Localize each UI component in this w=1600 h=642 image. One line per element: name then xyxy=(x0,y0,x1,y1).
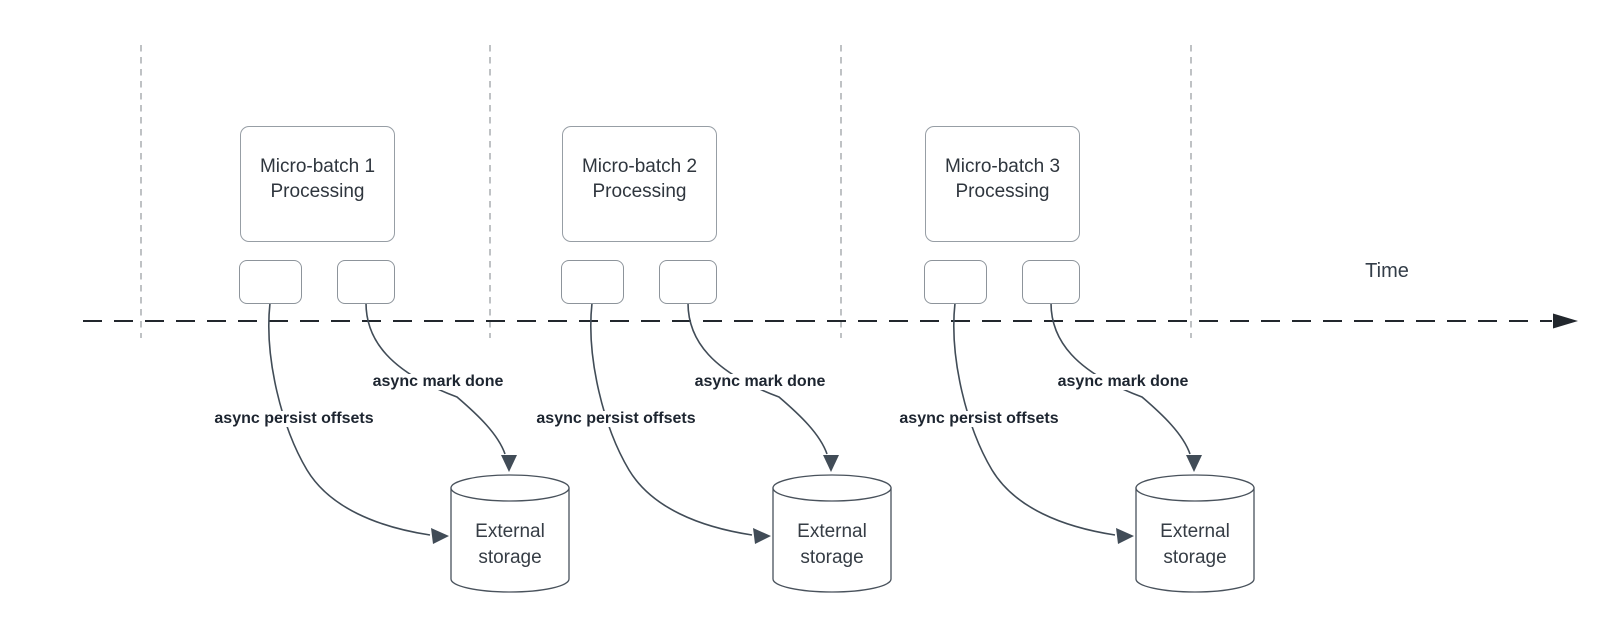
persist-offsets-arrow-label: async persist offsets xyxy=(896,411,1062,427)
persist-offsets-task-box xyxy=(239,260,302,304)
external-storage-line2: storage xyxy=(478,547,542,568)
persist-offsets-task-box xyxy=(924,260,987,304)
microbatch-processing-box: Micro-batch 3 Processing xyxy=(925,126,1080,242)
external-storage-cylinder-body xyxy=(450,487,570,593)
persist-offsets-arrow xyxy=(953,302,1116,536)
batch-shapes-group-3 xyxy=(953,302,1255,593)
mark-done-task-box xyxy=(1022,260,1080,304)
external-storage-cylinder-top xyxy=(772,474,892,502)
mark-done-arrow xyxy=(365,302,506,455)
time-axis-arrowhead-icon xyxy=(1553,313,1578,329)
microbatch-processing-box: Micro-batch 2 Processing xyxy=(562,126,717,242)
mark-done-arrow xyxy=(687,302,828,455)
persist-offsets-arrowhead-icon xyxy=(753,528,771,544)
batch-shapes-group-2 xyxy=(590,302,892,593)
persist-offsets-arrow xyxy=(590,302,753,536)
persist-offsets-task-box xyxy=(561,260,624,304)
mark-done-arrowhead-icon xyxy=(1186,455,1202,472)
external-storage-line2: storage xyxy=(800,547,864,568)
external-storage-cylinder-body xyxy=(1135,487,1255,593)
microbatch-box-subtitle: Processing xyxy=(270,181,365,202)
microbatch-box-title: Micro-batch 2 xyxy=(581,156,698,177)
batch-shapes-group-1 xyxy=(268,302,570,593)
microbatch-box-title: Micro-batch 1 xyxy=(259,156,376,177)
persist-offsets-arrow-label: async persist offsets xyxy=(533,411,699,427)
persist-offsets-arrow xyxy=(268,302,431,536)
mark-done-arrowhead-icon xyxy=(823,455,839,472)
persist-offsets-arrow-label: async persist offsets xyxy=(211,411,377,427)
external-storage-line1: External xyxy=(475,521,545,542)
mark-done-arrow-label: async mark done xyxy=(369,374,507,390)
mark-done-arrowhead-icon xyxy=(501,455,517,472)
microbatch-box-subtitle: Processing xyxy=(592,181,687,202)
external-storage-line1: External xyxy=(797,521,867,542)
external-storage-cylinder-top xyxy=(450,474,570,502)
mark-done-task-box xyxy=(337,260,395,304)
persist-offsets-arrowhead-icon xyxy=(1116,528,1134,544)
external-storage-cylinder-top xyxy=(1135,474,1255,502)
mark-done-arrow xyxy=(1050,302,1191,455)
external-storage-cylinder-body xyxy=(772,487,892,593)
external-storage-label: External storage xyxy=(1136,502,1254,588)
mark-done-arrow-label: async mark done xyxy=(691,374,829,390)
persist-offsets-arrowhead-icon xyxy=(431,528,449,544)
external-storage-line1: External xyxy=(1160,521,1230,542)
mark-done-arrow-label: async mark done xyxy=(1054,374,1192,390)
mark-done-task-box xyxy=(659,260,717,304)
time-axis-label: Time xyxy=(1365,260,1409,282)
microbatch-processing-box: Micro-batch 1 Processing xyxy=(240,126,395,242)
external-storage-label: External storage xyxy=(451,502,569,588)
microbatch-box-subtitle: Processing xyxy=(955,181,1050,202)
external-storage-line2: storage xyxy=(1163,547,1227,568)
microbatch-box-title: Micro-batch 3 xyxy=(944,156,1061,177)
external-storage-label: External storage xyxy=(773,502,891,588)
